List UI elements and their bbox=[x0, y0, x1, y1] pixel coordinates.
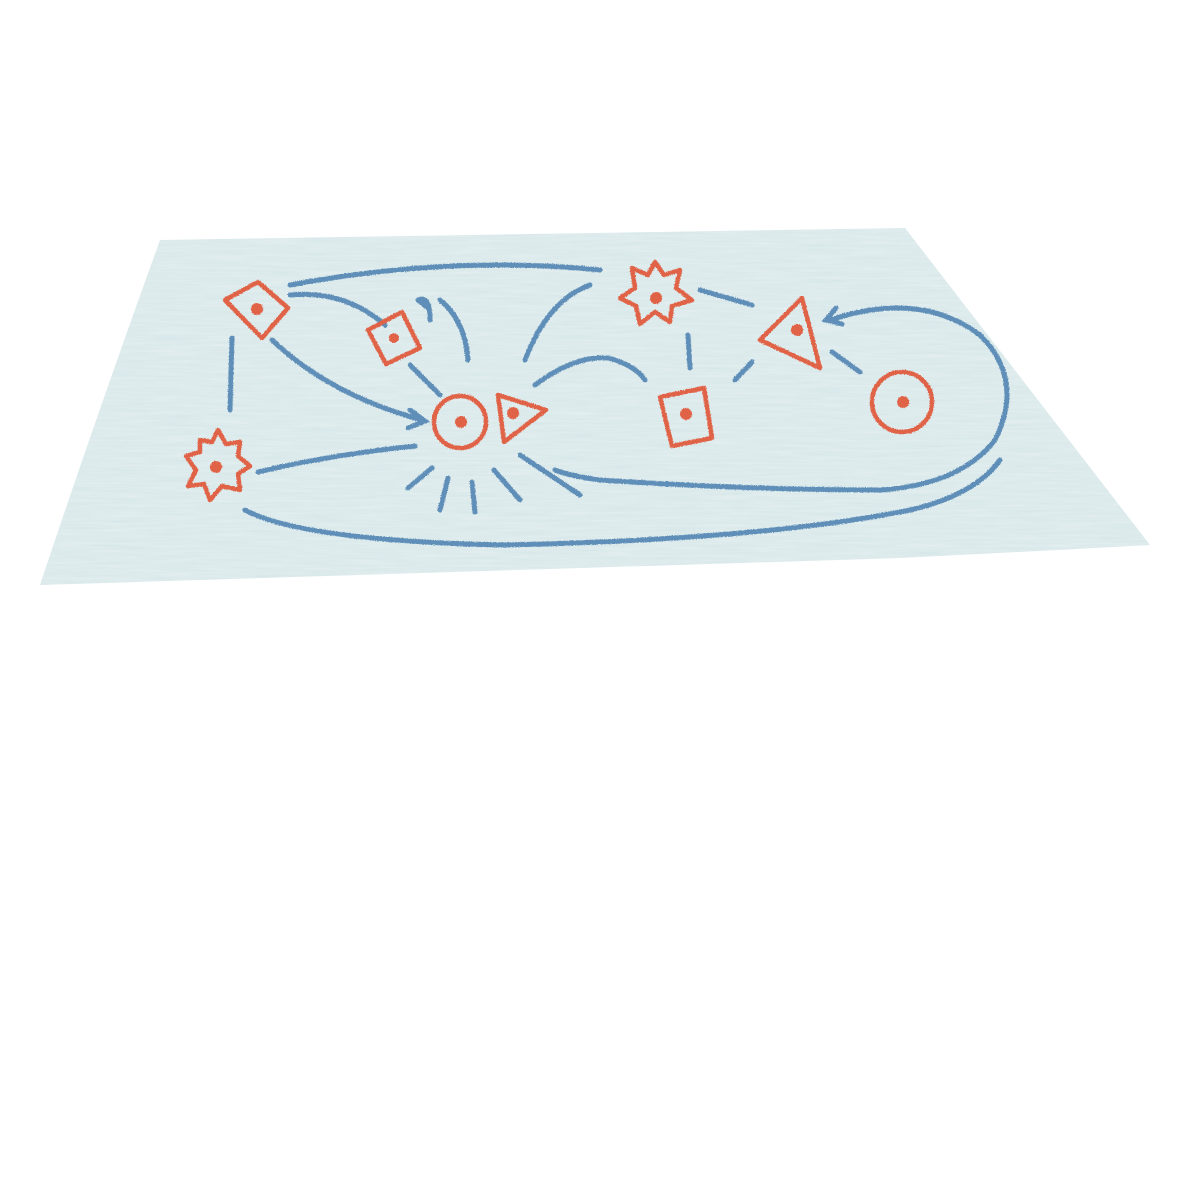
edge-n1-to-circle bbox=[269, 337, 425, 423]
edge-tri-spoke bbox=[517, 452, 583, 498]
paper-sheet bbox=[40, 228, 1150, 585]
node-triangle-1 bbox=[495, 392, 549, 445]
edge-circle-spoke-1 bbox=[405, 465, 435, 491]
edge-right-loop-arrowhead bbox=[821, 305, 845, 327]
edge-n4-to-circle bbox=[255, 443, 418, 475]
edge-n2-to-circle bbox=[407, 362, 443, 398]
node-square-3 bbox=[657, 385, 715, 449]
node-star-1 bbox=[617, 259, 695, 327]
node-triangle-2 bbox=[757, 295, 823, 371]
node-star-2 bbox=[183, 427, 253, 503]
edge-n7-to-n8 bbox=[685, 332, 693, 371]
edge-n8-to-n9 bbox=[732, 359, 755, 383]
edge-n1-left-down bbox=[227, 335, 235, 413]
node-circle-1 bbox=[431, 393, 489, 451]
edge-top-arc bbox=[287, 262, 603, 288]
edge-n1-to-center bbox=[287, 291, 388, 328]
node-square-2 bbox=[365, 309, 423, 367]
edge-n2-loop bbox=[415, 296, 471, 363]
edge-n7-to-n9 bbox=[697, 287, 755, 308]
edge-right-loop bbox=[552, 305, 1010, 493]
node-square-1 bbox=[222, 279, 291, 341]
edge-circle-spoke-4 bbox=[491, 467, 523, 503]
edge-n6-to-n8-arc bbox=[532, 355, 648, 388]
edge-n9-to-n10 bbox=[829, 349, 863, 375]
edge-n6-up-arc bbox=[522, 282, 593, 363]
node-circle-2 bbox=[869, 369, 935, 435]
edge-circle-spoke-3 bbox=[469, 479, 478, 515]
edge-arrowhead-n5 bbox=[405, 407, 431, 431]
edge-bottom-arc bbox=[242, 457, 1003, 548]
edge-circle-spoke-2 bbox=[437, 475, 451, 513]
